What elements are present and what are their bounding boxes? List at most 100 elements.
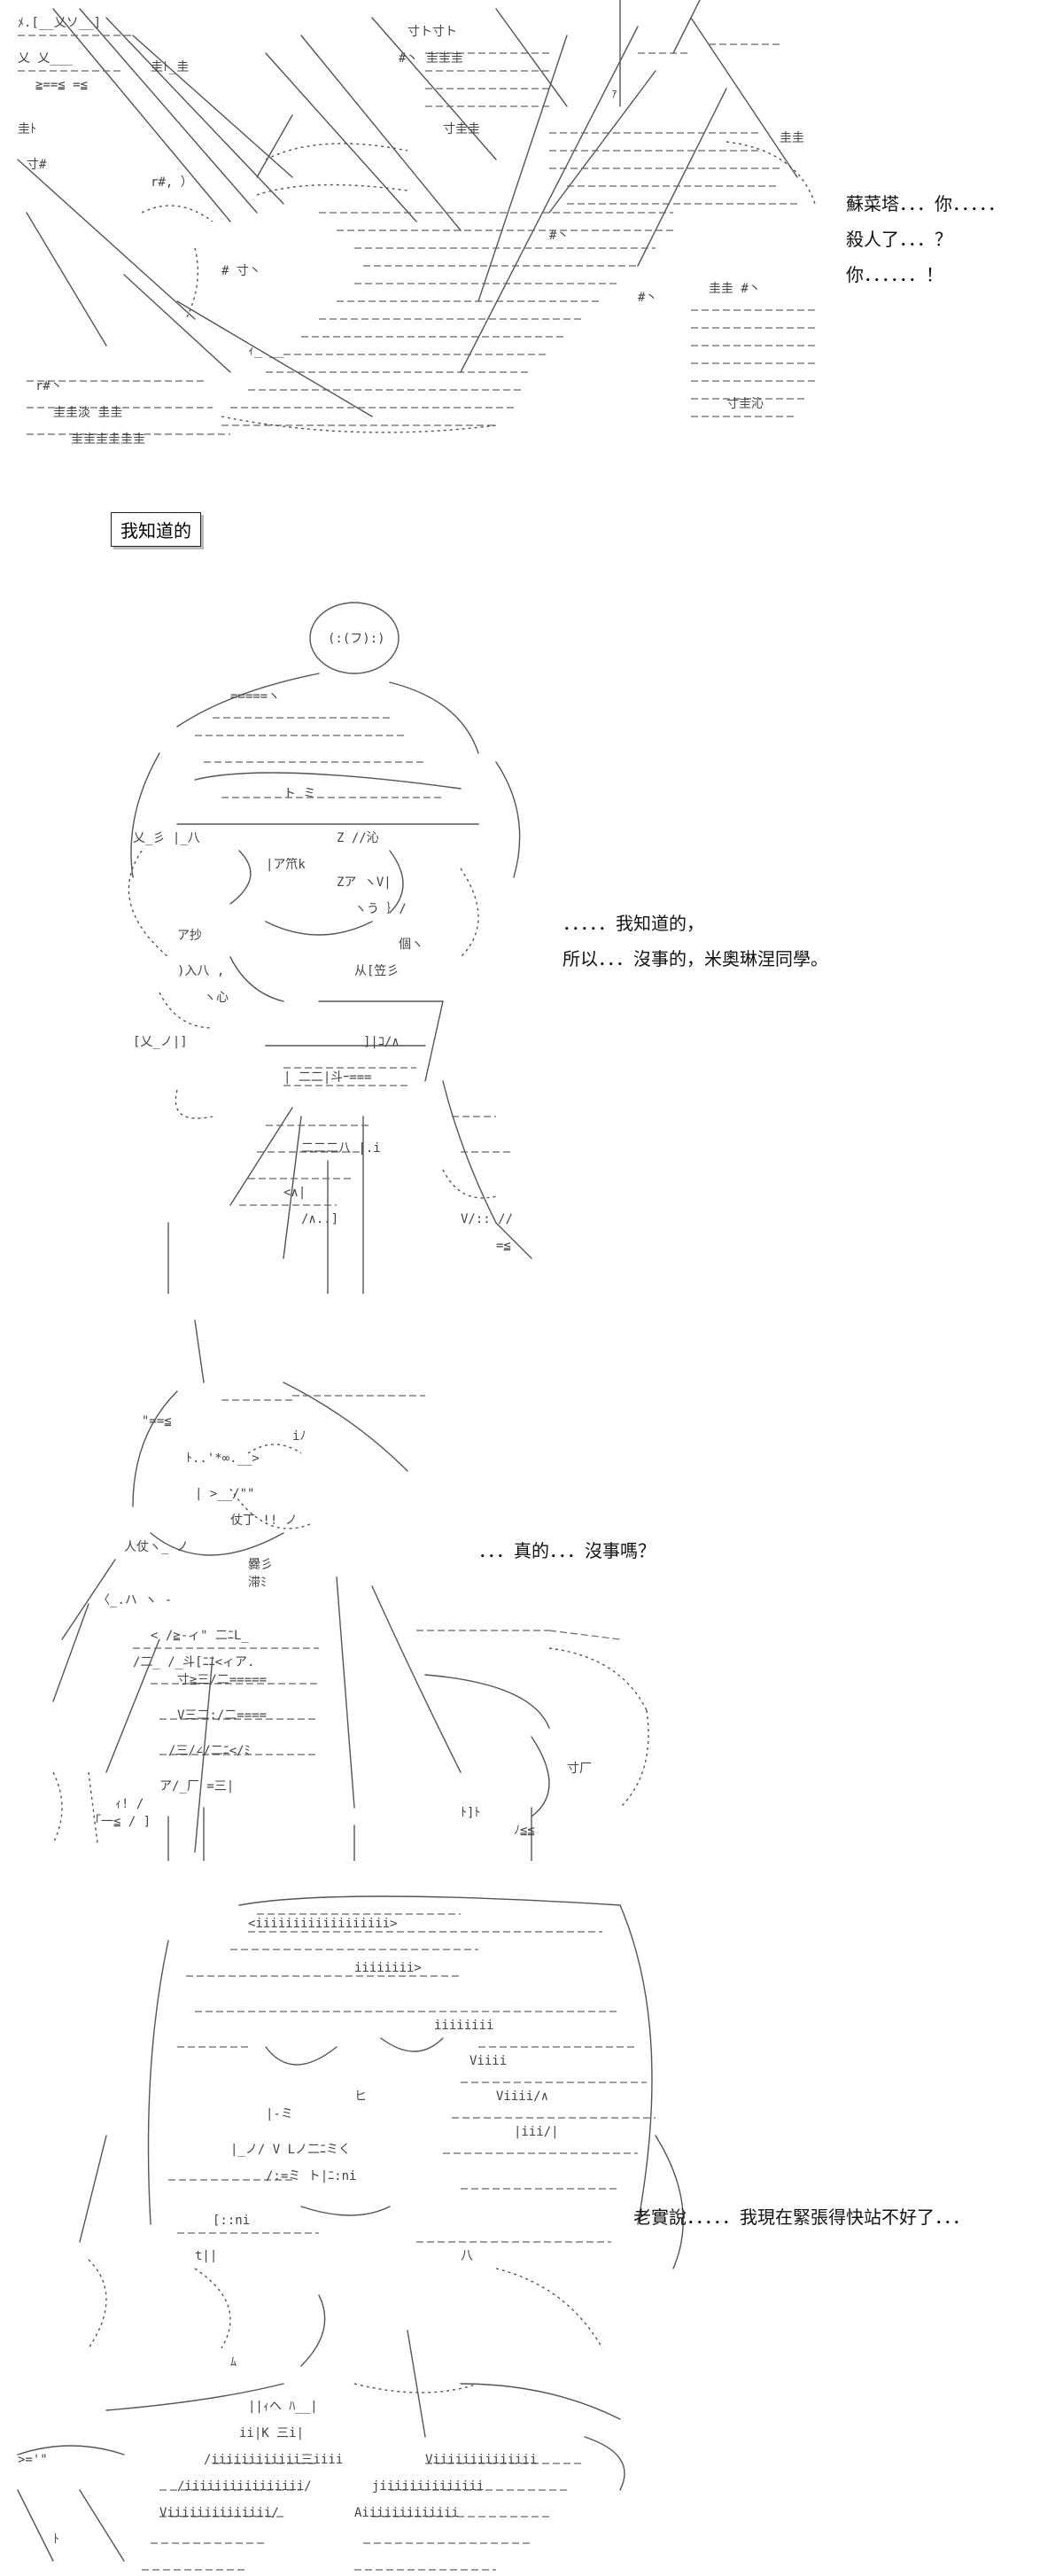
svg-text:ﾄ]ﾄ: ﾄ]ﾄ [461,1806,480,1820]
svg-text:寸≧三/二=====: 寸≧三/二===== [177,1673,267,1687]
svg-text:V三二:/二====: V三二:/二==== [177,1708,267,1723]
panel-3: "==≦ iﾉ ﾄ..'*∞.__> | >__/"" 仗丁 !! ノ 人仗ヽ_… [0,1311,1063,1861]
svg-text:/:=ミ ト|ﾆ:ni: /:=ミ ト|ﾆ:ni [266,2169,356,2183]
svg-text:| >__/"": | >__/"" [195,1487,254,1501]
svg-text:#丶: #丶 [549,229,569,243]
svg-text:乂 乂___: 乂 乂___ [18,51,73,66]
svg-text:/iiiiiiiiiiiiiiii/: /iiiiiiiiiiiiiiii/ [177,2479,312,2494]
dialogue-line: ．．．真的．．．沒事嗎？ [478,1540,656,1561]
dialogue-line: 老實說．．．．．我現在緊張得快站不好了．．． [633,2206,970,2228]
svg-text:ト ミ: ト ミ [283,787,315,801]
svg-text:圭ﾄ_圭: 圭ﾄ_圭 [151,60,189,74]
svg-text:|-ミ: |-ミ [266,2107,293,2121]
svg-text:<∧|: <∧| [283,1186,306,1200]
svg-text:/∧..]: /∧..] [301,1212,338,1226]
svg-text:< /≧-ィ" 二ﾆL_: < /≧-ィ" 二ﾆL_ [151,1629,249,1643]
dialogue-line: 你．．．．．．！ [846,264,943,285]
svg-text:<iiiiiiiiiiiiiiiiii>: <iiiiiiiiiiiiiiiiii> [248,1917,398,1931]
svg-text:寸#: 寸# [27,158,47,172]
svg-text:=====ヽ: =====ヽ [230,689,280,704]
svg-text:jiiiiiiiiiiiiii: jiiiiiiiiiiiiii [372,2479,484,2494]
dialogue-line: ．．．．．我知道的， [563,913,704,934]
svg-text:iiiiiiii: iiiiiiii [434,2019,493,2033]
svg-text:二二二八 |.i: 二二二八 |.i [301,1141,381,1156]
ascii-art-character-closeup: <iiiiiiiiiiiiiiiiii> iiiiiiii> iiiiiiii … [17,1895,684,2571]
svg-text:[::ni: [::ni [213,2214,250,2228]
svg-text:| 二二|斗ｰ===: | 二二|斗ｰ=== [283,1070,372,1085]
svg-text:]|ｺ/∧: ]|ｺ/∧ [363,1035,400,1049]
svg-text:個ヽ: 個ヽ [399,938,423,952]
svg-text:圭圭 #丶: 圭圭 #丶 [709,282,761,296]
svg-text:/iiiiiiiiiiii三iiii: /iiiiiiiiiiii三iiii [204,2453,343,2467]
dialogue-line: 所以．．．沒事的，米奧琳涅同學。 [563,948,828,969]
svg-text:iﾉ: iﾉ [292,1429,306,1444]
svg-text:r#, ）: r#, ） [151,175,193,190]
svg-text:八: 八 [461,2249,473,2263]
svg-text:ヽ心: ヽ心 [204,991,229,1005]
svg-text:#丶: #丶 [638,291,657,305]
svg-text:ﾒ.[__乂ソ__]: ﾒ.[__乂ソ__] [18,16,101,30]
svg-text:Z //沁: Z //沁 [337,831,379,845]
svg-text:|_ノ/ V Lノ二ﾆミく: |_ノ/ V Lノ二ﾆミく [230,2143,351,2157]
panel-2: (:(フ):) =====ヽ ト ミ 乂_彡 |_八 Z //沁 |ア笊k Zア… [0,585,1063,1294]
svg-text:ヒ: ヒ [354,2090,367,2104]
ascii-art-character-standing: (:(フ):) =====ヽ ト ミ 乂_彡 |_八 Z //沁 |ア笊k Zア… [128,602,532,1294]
svg-text:「一≦ / ]: 「一≦ / ] [89,1815,151,1829]
svg-text:〈_.ハ ヽ -: 〈_.ハ ヽ - [97,1593,172,1607]
svg-text:寸厂: 寸厂 [567,1762,592,1776]
svg-text:/三/∠/二ﾆ</ﾐ: /三/∠/二ﾆ</ﾐ [168,1744,251,1758]
svg-text:iiiiiiii>: iiiiiiii> [354,1961,422,1975]
svg-text:r#丶: r#丶 [35,379,63,393]
svg-text:滞ﾐ: 滞ﾐ [248,1576,267,1590]
svg-text:爨彡: 爨彡 [248,1557,273,1572]
dialogue-panel-1: 蘇菜塔．．．你．．．．． 殺人了．．．？ 你．．．．．．！ [846,186,1005,292]
ascii-art-scene-1: ﾒ.[__乂ソ__] 乂 乂___ ≧==≦ =≦ 圭ﾄ_圭 寸ト寸ト #丶 圭… [17,0,816,447]
svg-text:||ｨヘ ﾊ__|: ||ｨヘ ﾊ__| [248,2400,318,2414]
dialogue-line: 殺人了．．．？ [846,229,952,250]
svg-text:# 寸丶: # 寸丶 [221,264,261,278]
caption-box: 我知道的 [111,512,201,547]
svg-text:ｨ_ __: ｨ_ __ [248,344,284,358]
svg-text:ﾄ..'*∞.__>: ﾄ..'*∞.__> [186,1451,260,1466]
svg-text:ア/_厂 =三|: ア/_厂 =三| [159,1779,234,1794]
svg-text:"==≦: "==≦ [142,1414,172,1428]
svg-text:从[笠彡: 从[笠彡 [354,964,399,978]
svg-text:|iii/|: |iii/| [514,2125,559,2139]
svg-text:>='": >='" [18,2453,48,2467]
svg-text:乂_彡 |_八: 乂_彡 |_八 [133,831,200,845]
svg-text:=≦: =≦ [496,1239,511,1253]
panel-1: ﾒ.[__乂ソ__] 乂 乂___ ≧==≦ =≦ 圭ﾄ_圭 寸ト寸ト #丶 圭… [0,0,1063,461]
ascii-art-character-profile: "==≦ iﾉ ﾄ..'*∞.__> | >__/"" 仗丁 !! ノ 人仗ヽ_… [52,1319,649,1861]
svg-text:圭ﾄ: 圭ﾄ [18,122,36,136]
svg-text:Viiiiiiiiiiiiii: Viiiiiiiiiiiiii [425,2453,537,2467]
svg-text:#丶 圭圭圭: #丶 圭圭圭 [399,51,463,66]
svg-text:ﾉ≦≦: ﾉ≦≦ [514,1824,535,1838]
svg-text:寸圭圭: 寸圭圭 [443,122,480,136]
svg-text:Viiii: Viiii [469,2054,507,2068]
svg-text:ｨ! /: ｨ! / [115,1797,144,1811]
svg-text:圭圭圭圭圭圭: 圭圭圭圭圭圭 [71,432,145,447]
svg-text:ﾄ: ﾄ [53,2533,59,2547]
svg-text:V/:: //: V/:: // [461,1212,513,1226]
svg-text:ﾑ: ﾑ [230,2355,237,2370]
svg-text:Viiii/∧: Viiii/∧ [496,2090,548,2104]
svg-text:(:(フ):): (:(フ):) [328,632,385,646]
svg-text:寸圭沁: 寸圭沁 [726,397,764,411]
svg-text:Aiiiiiiiiiiiii: Aiiiiiiiiiiiii [354,2506,459,2520]
svg-text:圭圭淡 圭圭: 圭圭淡 圭圭 [53,406,122,420]
svg-text:ヽう ｝/: ヽう ｝/ [354,902,407,916]
svg-text:寸ト寸ト: 寸ト寸ト [407,25,457,39]
svg-text:ii|K 三i|: ii|K 三i| [239,2426,304,2440]
svg-text:人仗ヽ_ ノ: 人仗ヽ_ ノ [124,1540,189,1554]
svg-text:t||: t|| [195,2249,217,2263]
svg-text:ｧ: ｧ [611,87,617,101]
svg-text:仗丁 !! ノ: 仗丁 !! ノ [230,1514,298,1528]
dialogue-line: 蘇菜塔．．．你．．．．． [846,193,1005,214]
svg-text:|ア笊k: |ア笊k [266,857,306,872]
svg-text:Viiiiiiiiiiiiii/: Viiiiiiiiiiiiii/ [159,2506,279,2520]
svg-text:[乂_ノ|]: [乂_ノ|] [133,1035,188,1049]
dialogue-panel-4: 老實說．．．．．我現在緊張得快站不好了．．． [633,2199,970,2235]
svg-text:ア抄: ア抄 [177,929,202,943]
svg-text:≧==≦ =≦: ≧==≦ =≦ [35,78,88,92]
svg-text:Zア ヽV|: Zア ヽV| [337,876,392,890]
